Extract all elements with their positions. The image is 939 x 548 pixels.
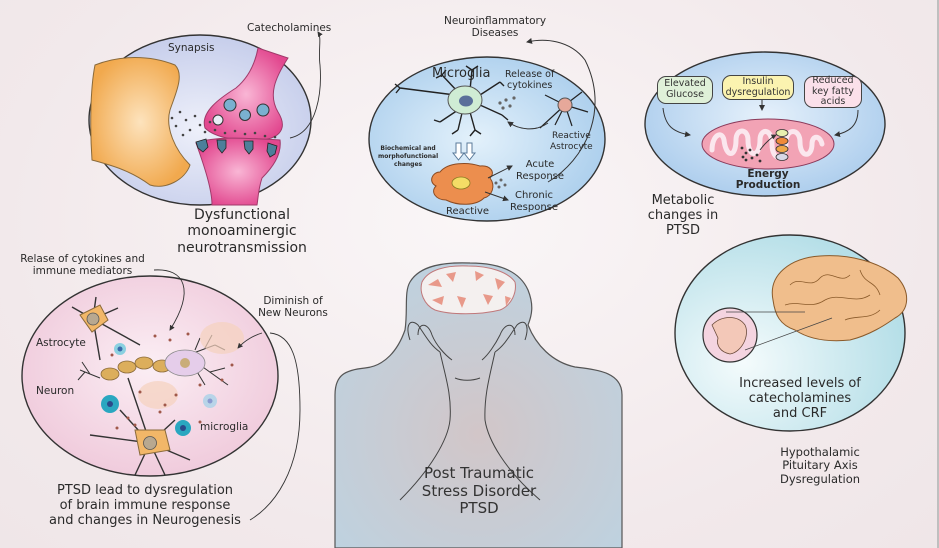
microglia-cells xyxy=(101,343,217,436)
brain-illustration xyxy=(771,255,908,342)
ptsd-center-title: Post Traumatic Stress Disorder PTSD xyxy=(421,464,537,518)
astrocyte-to-microglia-arrow xyxy=(507,121,549,130)
zoom-lines xyxy=(726,311,833,351)
fatty-acid-arrow xyxy=(834,109,859,137)
hpa-caption: Hypothalamic Pituitary Axis Dysregulatio… xyxy=(779,445,861,486)
microglia-label: Microglia xyxy=(432,66,491,81)
microglia-cell xyxy=(394,65,509,137)
neuron-axon xyxy=(100,356,172,381)
caption-connector xyxy=(249,332,301,521)
mitochondrion xyxy=(701,118,835,170)
reactive-astrocyte-cell xyxy=(539,91,589,129)
chronic-response-label: Chronic Response xyxy=(510,190,559,213)
chronic-arrow xyxy=(484,191,509,202)
exposed-brain xyxy=(420,265,516,315)
neuron-label: Neuron xyxy=(36,385,75,397)
ptsd-person xyxy=(334,262,623,548)
astrocyte-body xyxy=(557,97,573,113)
cytokines-pointer xyxy=(153,269,185,331)
neuroinflammation-panel xyxy=(368,37,606,222)
synapsis-label: Synapsis xyxy=(168,42,215,54)
catecholamines-pointer xyxy=(289,31,323,139)
cytokines-immune-label: Relase of cytokines and immune mediators xyxy=(20,253,145,278)
reactive-astrocyte-label: Reactive Astrocyte xyxy=(550,131,593,152)
neuroinflammation-circle xyxy=(368,56,606,222)
metabolic-caption: Metabolic changes in PTSD xyxy=(647,193,719,239)
release-cytokines-label: Release of cytokines xyxy=(505,69,555,92)
microglia-nucleus xyxy=(459,95,473,107)
faded-new-neuron xyxy=(200,322,244,354)
postsynaptic-terminal-pink xyxy=(195,137,281,206)
acute-arrow xyxy=(487,165,513,179)
mitochondrion-cristae xyxy=(709,128,825,160)
hpa-panel xyxy=(674,234,908,432)
diminish-neurons-label: Diminish of New Neurons xyxy=(258,295,328,320)
reactive-cytokine-dots xyxy=(494,178,507,189)
acute-response-label: Acute Response xyxy=(516,159,565,182)
brain-folds xyxy=(428,271,511,308)
cytokine-dots xyxy=(498,96,516,110)
immune-caption: PTSD lead to dysregulation of brain immu… xyxy=(49,483,241,529)
electron-transport-chain xyxy=(775,129,789,161)
microglia-immune-label: microglia xyxy=(200,421,249,433)
diminish-pointer xyxy=(237,332,263,349)
receptors xyxy=(195,138,278,158)
mito-dots xyxy=(740,146,762,163)
astrocyte-label: Astrocyte xyxy=(36,337,86,349)
presynaptic-dendrite xyxy=(90,57,191,187)
hpa-inner-label: Increased levels of catecholamines and C… xyxy=(739,376,861,422)
brain-gyri xyxy=(784,269,881,321)
glucose-arrow xyxy=(662,107,691,138)
person-silhouette xyxy=(334,262,623,548)
immune-mediator-dots xyxy=(110,332,234,430)
reactive-label: Reactive xyxy=(446,206,490,217)
synapse-caption: Dysfunctional monoaminergic neurotransmi… xyxy=(177,207,307,256)
transformation-arrows xyxy=(451,142,477,161)
neuroinflammatory-heading: Neuroinflammatory Diseases xyxy=(443,15,547,40)
neurotransmitter-dots xyxy=(170,110,277,139)
catecholamines-label: Catecholamines xyxy=(247,22,332,34)
vesicles xyxy=(212,98,270,126)
immune-panel xyxy=(21,269,301,521)
synapse-panel xyxy=(88,31,323,206)
hands-on-face xyxy=(399,321,541,501)
energy-production-label: Energy Production xyxy=(735,168,801,192)
neuroinflammatory-arrow xyxy=(526,37,596,183)
biochemical-changes-label: Biochemical and morphofunctional changes xyxy=(378,145,439,168)
